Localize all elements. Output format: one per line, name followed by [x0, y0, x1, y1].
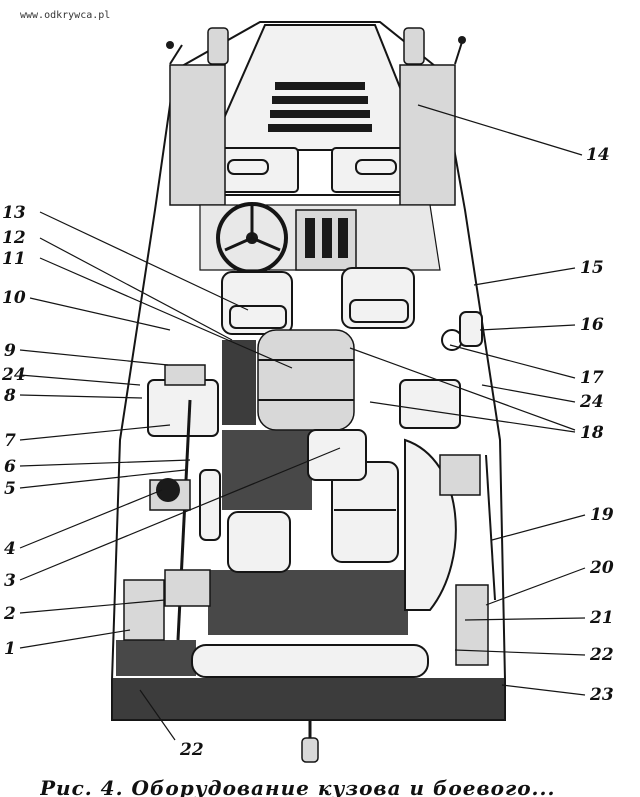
label-9: 9 [4, 341, 16, 361]
commander-seat [341, 267, 415, 329]
label-10: 10 [2, 288, 26, 308]
gun-mount [164, 569, 211, 607]
watermark: www.odkrywca.pl [20, 10, 111, 21]
label-7: 7 [4, 431, 16, 451]
label-3: 3 [4, 571, 16, 591]
turret-drum [257, 329, 355, 431]
label-6: 6 [4, 457, 16, 477]
label-14: 14 [586, 145, 610, 165]
label-13: 13 [2, 203, 26, 223]
rear-deck [112, 678, 505, 720]
leader-lines [19, 104, 586, 741]
engine-grille [268, 82, 372, 132]
label-23: 23 [589, 685, 614, 705]
right-fender [399, 64, 456, 206]
label-16: 16 [580, 315, 604, 335]
label-20: 20 [589, 558, 614, 578]
rear-seat-left [227, 511, 291, 573]
label-24-right: 24 [579, 392, 604, 412]
label-1: 1 [4, 639, 16, 659]
floor-rear [208, 570, 408, 635]
rear-right-box [455, 584, 489, 666]
label-15: 15 [580, 258, 604, 278]
figure-caption: Рис. 4. Оборудование кузова и боевого... [40, 776, 556, 797]
left-wall-box [147, 379, 219, 437]
label-8: 8 [3, 386, 16, 406]
floor-left [222, 340, 256, 425]
back-seat [307, 429, 367, 481]
label-18: 18 [580, 423, 604, 443]
label-11: 11 [2, 249, 26, 269]
label-2: 2 [3, 604, 16, 624]
rear-cushion [191, 644, 429, 678]
label-24-left: 24 [1, 365, 26, 385]
label-5: 5 [4, 479, 16, 499]
floor-center [222, 430, 312, 510]
driver-seat [221, 271, 293, 335]
label-19: 19 [590, 505, 614, 525]
label-12: 12 [2, 228, 26, 248]
label-21: 21 [589, 608, 614, 628]
left-fender [169, 64, 226, 206]
tow-hook [301, 737, 319, 763]
right-box [399, 379, 461, 429]
label-17: 17 [580, 368, 604, 388]
label-4: 4 [4, 539, 16, 559]
label-22-right: 22 [589, 645, 614, 665]
label-22-bottom: 22 [179, 740, 204, 760]
